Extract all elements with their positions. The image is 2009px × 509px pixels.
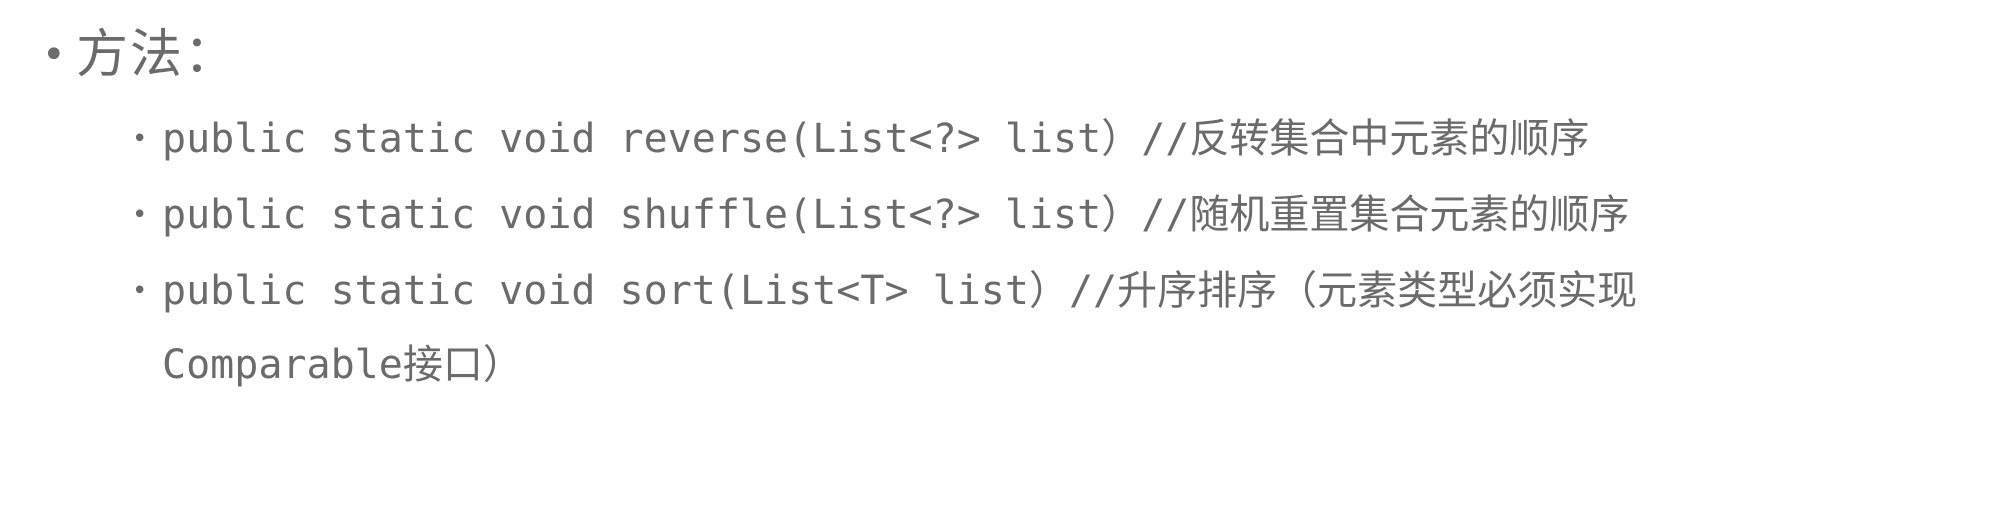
method-signature-reverse: public static void reverse(List<?> list）… xyxy=(162,116,1590,162)
bullet-point-icon: • xyxy=(132,200,148,230)
method-signature-sort: public static void sort(List<T> list）//升… xyxy=(162,254,1969,402)
method-signature-sort-line1: public static void sort(List<T> list）//升… xyxy=(162,268,1638,314)
method-signature-shuffle: public static void shuffle(List<?> list）… xyxy=(162,192,1630,238)
list-item: • public static void reverse(List<?> lis… xyxy=(132,102,1969,176)
method-list: • public static void reverse(List<?> lis… xyxy=(40,102,1969,402)
heading-bullet-item: • 方法： xyxy=(40,18,1969,92)
list-item: • public static void sort(List<T> list）/… xyxy=(132,254,1969,402)
list-item: • public static void shuffle(List<?> lis… xyxy=(132,178,1969,252)
method-signature-sort-line2: Comparable接口） xyxy=(162,342,523,388)
bullet-point-icon: • xyxy=(132,124,148,154)
heading-text: 方法： xyxy=(76,25,239,85)
bullet-point-icon: • xyxy=(42,32,66,78)
bullet-point-icon: • xyxy=(132,276,148,306)
